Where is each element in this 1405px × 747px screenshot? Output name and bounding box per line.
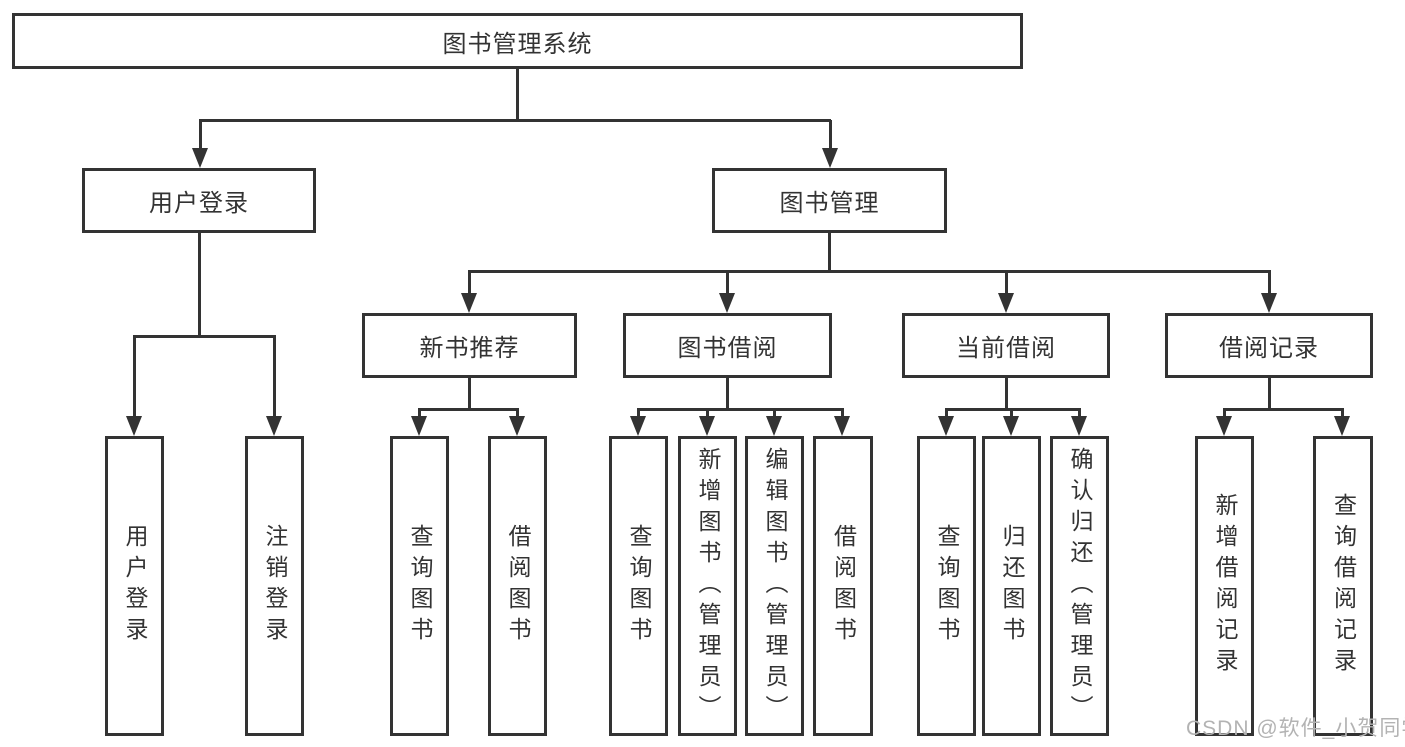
connector-line-h <box>418 408 519 411</box>
leaf-query-books: 查询图书 <box>390 436 449 736</box>
node-label: 新增借阅记录 <box>1212 493 1238 679</box>
leaf-query-books: 查询图书 <box>609 436 668 736</box>
arrow-down-icon <box>699 416 715 436</box>
arrow-down-icon <box>998 293 1014 313</box>
connector-line-v <box>273 336 276 416</box>
leaf-query-borrow-record: 查询借阅记录 <box>1313 436 1373 736</box>
arrow-down-icon <box>1071 416 1087 436</box>
arrow-down-icon <box>938 416 954 436</box>
arrow-down-icon <box>822 148 838 168</box>
watermark: CSDN @软件_小贺同学 <box>1186 717 1405 740</box>
arrow-down-icon <box>719 293 735 313</box>
leaf-borrow-books: 借阅图书 <box>488 436 547 736</box>
node-label: 查询图书 <box>626 524 652 648</box>
leaf-add-borrow-record: 新增借阅记录 <box>1195 436 1254 736</box>
connector-line-v <box>637 408 640 416</box>
leaf-borrow-books: 借阅图书 <box>813 436 873 736</box>
leaf-edit-books-admin: 编辑图书（管理员） <box>745 436 804 736</box>
arrow-down-icon <box>126 416 142 436</box>
connector-line-h <box>945 408 1081 411</box>
node-label: 查询图书 <box>934 524 960 648</box>
connector-line-v <box>773 408 776 416</box>
arrow-down-icon <box>1003 416 1019 436</box>
node-label: 确认归还（管理员） <box>1067 446 1093 726</box>
node-label: 图书管理系统 <box>442 30 593 58</box>
connector-line-v <box>726 378 729 410</box>
connector-line-v <box>1223 408 1226 416</box>
connector-line-v <box>841 408 844 416</box>
connector-line-v <box>198 233 201 337</box>
node-label: 借阅图书 <box>830 524 857 648</box>
node-label: 编辑图书（管理员） <box>762 446 788 726</box>
connector-line-v <box>1005 270 1008 293</box>
node-label: 查询图书 <box>407 524 433 648</box>
node-current-borrow: 当前借阅 <box>902 313 1110 378</box>
connector-line-v <box>516 69 519 121</box>
arrow-down-icon <box>630 416 646 436</box>
leaf-return-books: 归还图书 <box>982 436 1041 736</box>
arrow-down-icon <box>192 148 208 168</box>
leaf-confirm-return-admin: 确认归还（管理员） <box>1050 436 1109 736</box>
node-new-book-recommend: 新书推荐 <box>362 313 577 378</box>
connector-line-v <box>726 270 729 293</box>
node-label: 借阅记录 <box>1219 335 1319 362</box>
connector-line-v <box>1010 408 1013 416</box>
connector-line-v <box>468 270 471 293</box>
arrow-down-icon <box>834 416 850 436</box>
arrow-down-icon <box>766 416 782 436</box>
node-label: 新增图书（管理员） <box>695 446 721 726</box>
connector-line-v <box>706 408 709 416</box>
node-label: 归还图书 <box>999 524 1025 648</box>
node-root: 图书管理系统 <box>12 13 1023 69</box>
node-label: 新书推荐 <box>419 335 520 362</box>
node-label: 用户登录 <box>149 190 249 217</box>
arrow-down-icon <box>266 416 282 436</box>
connector-line-v <box>1268 270 1271 293</box>
node-book-management: 图书管理 <box>712 168 947 233</box>
node-book-borrow: 图书借阅 <box>623 313 832 378</box>
connector-line-v <box>1078 408 1081 416</box>
leaf-user-login: 用户登录 <box>105 436 164 736</box>
connector-line-h <box>637 408 844 411</box>
connector-line-v <box>199 120 202 148</box>
arrow-down-icon <box>1216 416 1232 436</box>
node-label: 图书借阅 <box>677 335 778 362</box>
connector-line-h <box>468 270 1271 273</box>
connector-line-v <box>1268 378 1271 410</box>
arrow-down-icon <box>411 416 427 436</box>
node-label: 用户登录 <box>122 524 148 648</box>
connector-line-v <box>828 233 831 272</box>
connector-line-h <box>199 119 831 122</box>
leaf-logout: 注销登录 <box>245 436 304 736</box>
node-label: 注销登录 <box>262 524 288 648</box>
connector-line-h <box>1223 408 1344 411</box>
connector-line-h <box>133 335 276 338</box>
connector-line-v <box>829 120 832 148</box>
connector-line-v <box>945 408 948 416</box>
node-borrow-records: 借阅记录 <box>1165 313 1373 378</box>
node-label: 借阅图书 <box>505 524 531 648</box>
arrow-down-icon <box>509 416 525 436</box>
node-user-login: 用户登录 <box>82 168 316 233</box>
connector-line-v <box>1005 378 1008 410</box>
connector-line-v <box>133 336 136 416</box>
node-label: 当前借阅 <box>956 335 1056 362</box>
leaf-add-books-admin: 新增图书（管理员） <box>678 436 737 736</box>
connector-line-v <box>468 378 471 410</box>
node-label: 查询借阅记录 <box>1330 493 1357 679</box>
connector-line-v <box>1341 408 1344 416</box>
arrow-down-icon <box>461 293 477 313</box>
arrow-down-icon <box>1261 293 1277 313</box>
connector-line-v <box>418 408 421 416</box>
connector-line-v <box>516 408 519 416</box>
leaf-query-books: 查询图书 <box>917 436 976 736</box>
arrow-down-icon <box>1334 416 1350 436</box>
node-label: 图书管理 <box>779 190 880 217</box>
